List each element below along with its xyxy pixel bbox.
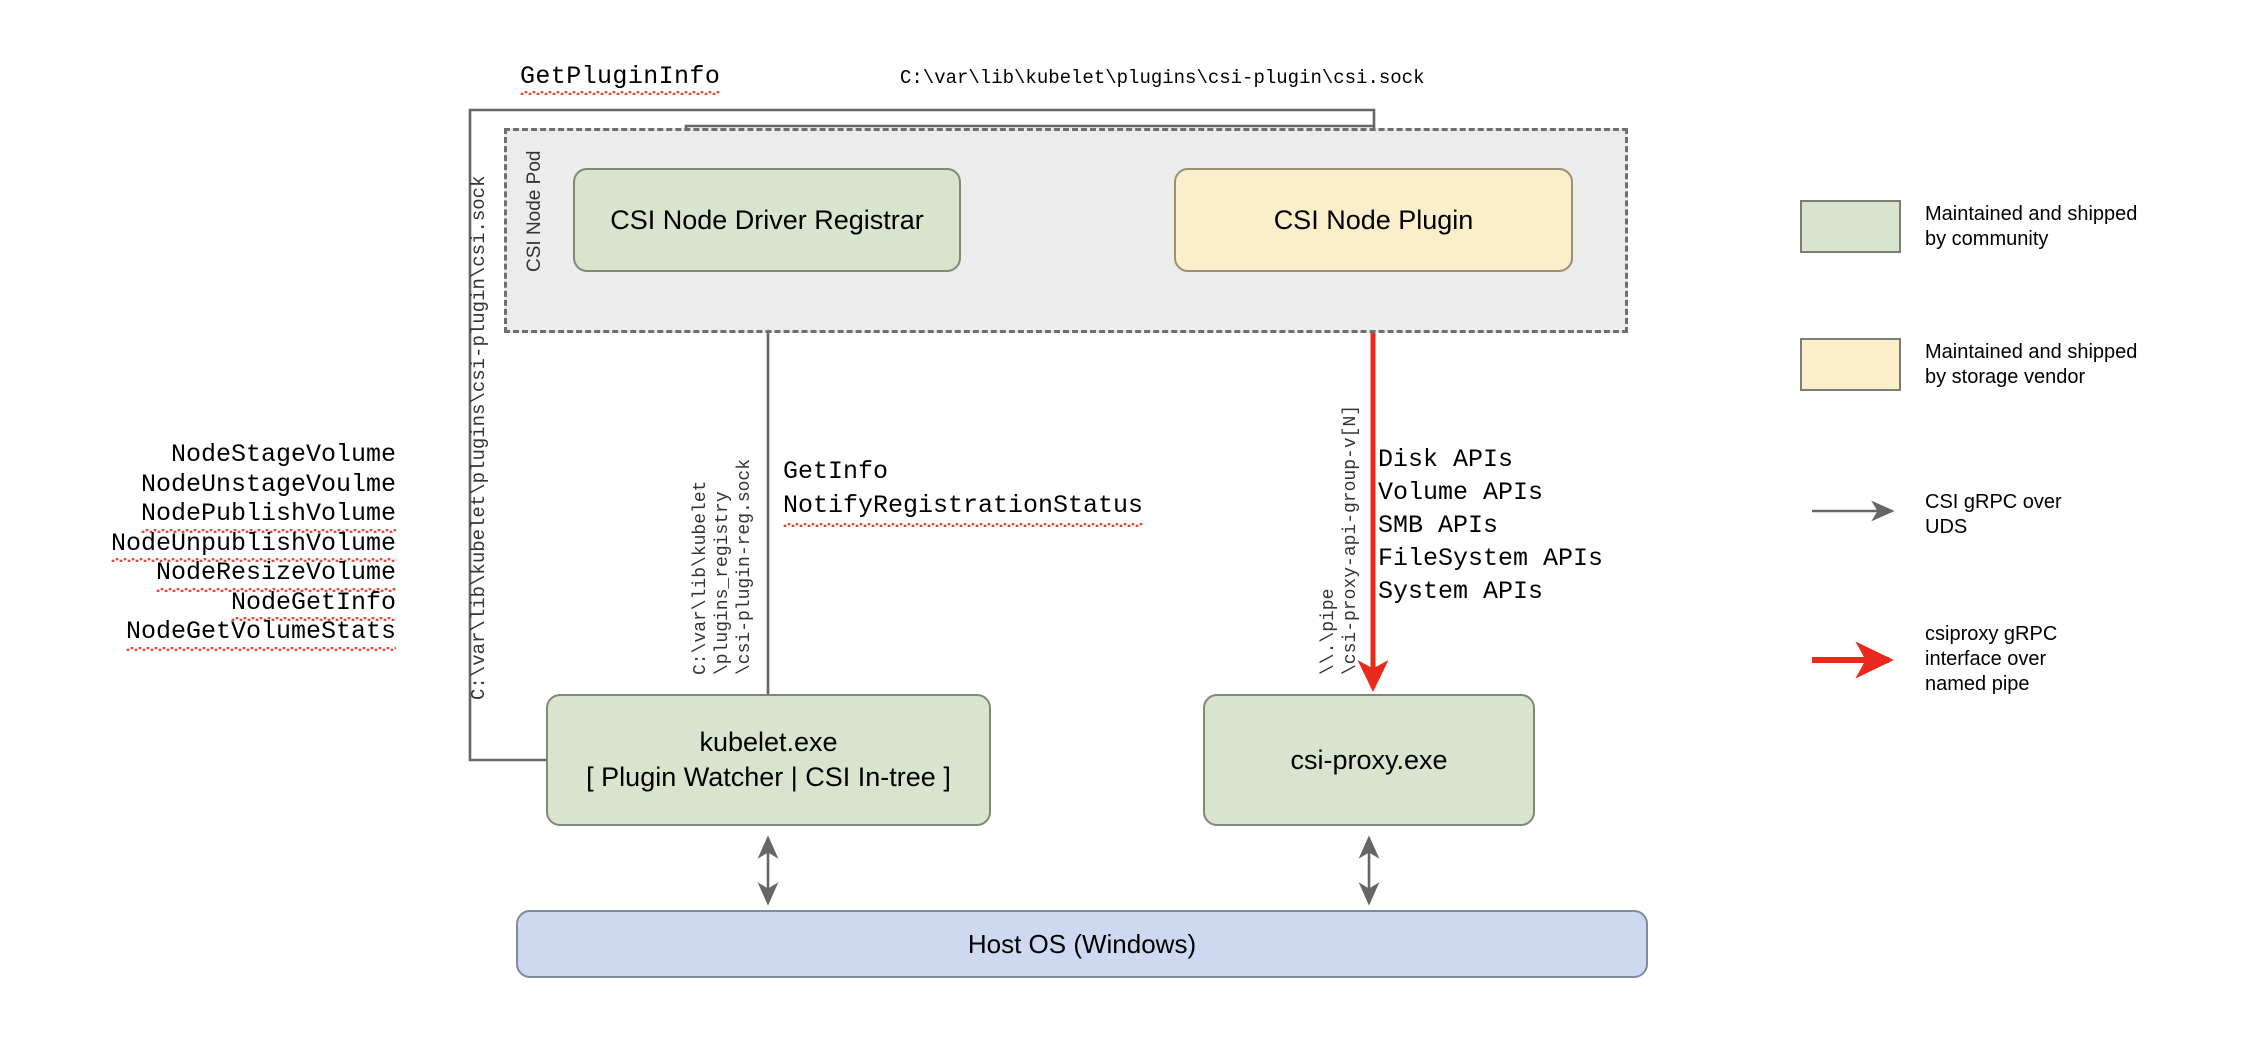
node-kubelet-exe[interactable]: kubelet.exe [ Plugin Watcher | CSI In-tr… [546, 694, 991, 826]
legend-label-csi-grpc-uds: CSI gRPC over UDS [1925, 491, 2062, 538]
proxy-api-item: System APIs [1378, 577, 1544, 606]
node-rpc-item: NodeGetVolumeStats [96, 617, 397, 650]
label-text: GetPluginInfo [520, 62, 721, 95]
label-named-pipe-vertical: \\.\pipe \csi-proxy-api-group-v[N] [1318, 405, 1362, 675]
node-label: CSI Node Driver Registrar [610, 204, 924, 235]
node-host-os[interactable]: Host OS (Windows) [516, 910, 1648, 978]
reg-path-line-2: \plugins_registry [713, 491, 733, 675]
registration-call-item: GetInfo [783, 455, 1143, 489]
proxy-api-item: SMB APIs [1378, 511, 1499, 540]
label-proxy-api-list: Disk APIs Volume APIs SMB APIs FileSyste… [1378, 443, 1603, 608]
label-get-plugin-info: GetPluginInfo [520, 62, 721, 95]
call-text: NotifyRegistrationStatus [783, 489, 1144, 527]
node-label: Host OS (Windows) [967, 928, 1197, 959]
legend-label-vendor: Maintained and shipped by storage vendor [1925, 341, 2138, 388]
label-csi-sock-path-top: C:\var\lib\kubelet\plugins\csi-plugin\cs… [900, 67, 1425, 89]
label-csi-sock-path-vertical: C:\var\lib\kubelet\plugins\csi-plugin\cs… [468, 175, 490, 701]
node-label: CSI Node Plugin [1273, 204, 1474, 235]
proxy-api-item: FileSystem APIs [1378, 544, 1604, 573]
rpc-text: NodeUnstageVoulme [140, 469, 396, 499]
registration-call-item: NotifyRegistrationStatus [783, 489, 1144, 527]
legend-label-community: Maintained and shipped by community [1925, 203, 2138, 250]
label-registration-calls: GetInfo NotifyRegistrationStatus [783, 455, 1144, 527]
legend-swatch-vendor [1800, 338, 1901, 391]
pipe-line-2: \csi-proxy-api-group-v[N] [1341, 404, 1361, 675]
legend-label-csiproxy-named-pipe: csiproxy gRPC interface over named pipe [1925, 623, 2058, 695]
node-csi-node-plugin[interactable]: CSI Node Plugin [1174, 168, 1573, 272]
label-registry-sock-path-vertical: C:\var\lib\kubelet \plugins_registry \cs… [690, 459, 756, 675]
rpc-text: NodePublishVolume [140, 499, 397, 532]
rpc-text: NodeGetVolumeStats [125, 617, 397, 650]
proxy-api-item: Volume APIs [1378, 478, 1544, 507]
reg-path-line-3: \csi-plugin-reg.sock [735, 458, 755, 675]
node-rpc-item: NodePublishVolume [96, 499, 397, 532]
node-csi-proxy-exe[interactable]: csi-proxy.exe [1203, 694, 1535, 826]
csi-node-pod-label: CSI Node Pod [524, 150, 545, 272]
node-rpc-item: NodeUnpublishVolume [96, 528, 397, 562]
node-rpc-item: NodeStageVolume [96, 440, 396, 470]
call-text: GetInfo [783, 457, 889, 486]
node-label: csi-proxy.exe [1290, 744, 1448, 775]
node-label-wrap: kubelet.exe [ Plugin Watcher | CSI In-tr… [586, 725, 951, 795]
reg-path-line-1: C:\var\lib\kubelet [691, 480, 711, 675]
legend-swatch-community [1800, 200, 1901, 253]
rpc-text: NodeGetInfo [230, 587, 397, 621]
node-rpc-item: NodeResizeVolume [96, 558, 397, 591]
pipe-line-1: \\.\pipe [1319, 588, 1339, 675]
kubelet-line-1: kubelet.exe [699, 727, 838, 757]
kubelet-line-2: [ Plugin Watcher | CSI In-tree ] [586, 762, 951, 792]
node-csi-node-driver-registrar[interactable]: CSI Node Driver Registrar [573, 168, 961, 272]
rpc-text: NodeResizeVolume [155, 558, 397, 591]
label-node-rpc-list: NodeStageVolume NodeUnstageVoulme NodePu… [96, 440, 397, 650]
node-rpc-item: NodeGetInfo [96, 587, 397, 621]
proxy-api-item: Disk APIs [1378, 445, 1514, 474]
rpc-text: NodeUnpublishVolume [110, 528, 397, 562]
node-rpc-item: NodeUnstageVoulme [96, 470, 396, 500]
rpc-text: NodeStageVolume [170, 440, 396, 469]
